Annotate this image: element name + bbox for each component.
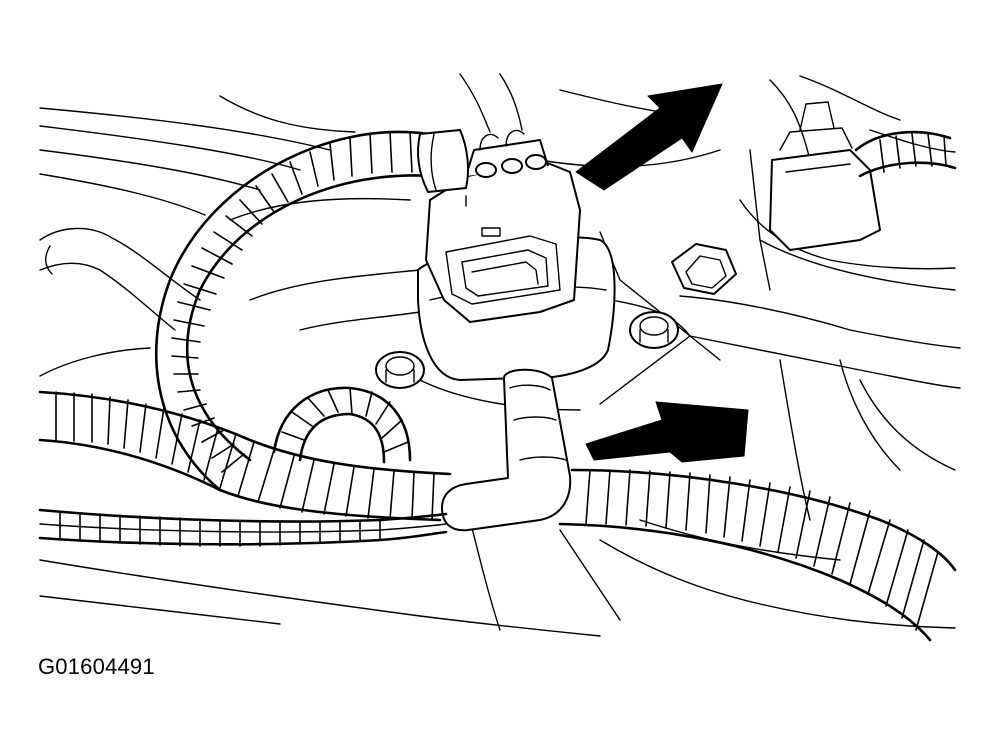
callout-arrows [575, 83, 749, 463]
mounting-bolts [375, 243, 737, 389]
engine-background-lines [39, 73, 961, 637]
elbow-boot [441, 368, 572, 532]
main-wire-loom [38, 390, 957, 642]
pointer-arrow-icon [575, 83, 723, 191]
sensor-connector [425, 129, 581, 323]
main-loom-ribs-right [585, 469, 939, 631]
figure-code: G01604491 [38, 654, 155, 679]
thin-lower-cable [38, 508, 448, 547]
thin-cable-ribs [59, 511, 381, 547]
secondary-connector [769, 101, 957, 251]
socket-bolt-left [375, 351, 425, 389]
small-loop-hose [272, 386, 412, 464]
hex-bolt-large [671, 243, 737, 295]
main-loom-ribs-left [55, 391, 435, 521]
socket-bolt-right [629, 311, 679, 349]
upper-loom-ribs [171, 131, 413, 473]
pointer-arrow-icon [585, 401, 749, 463]
upper-wire-loom [154, 129, 469, 492]
